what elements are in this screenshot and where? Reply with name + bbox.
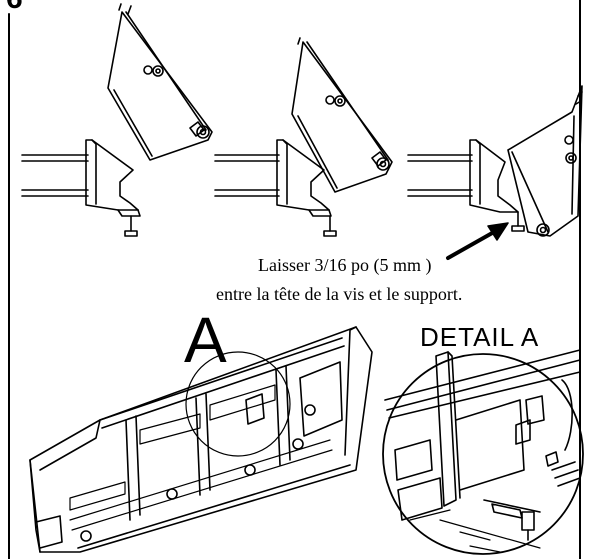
- main-view-label: A: [184, 304, 227, 376]
- detail-a-view: [382, 349, 584, 555]
- gap-arrow: [446, 222, 509, 260]
- sequence-view-2: [214, 37, 393, 237]
- instruction-note-line-2: entre la tête de la vis et le support.: [216, 284, 463, 304]
- sequence-view-1: [21, 3, 213, 237]
- sequence-view-3: [407, 85, 583, 237]
- step-number: 6: [6, 0, 23, 16]
- heater-main-view: [29, 326, 373, 553]
- detail-circle-marker: [185, 351, 291, 457]
- detail-view-label: DETAIL A: [420, 322, 540, 352]
- instruction-note-line-1: Laisser 3/16 po (5 mm ): [258, 255, 432, 275]
